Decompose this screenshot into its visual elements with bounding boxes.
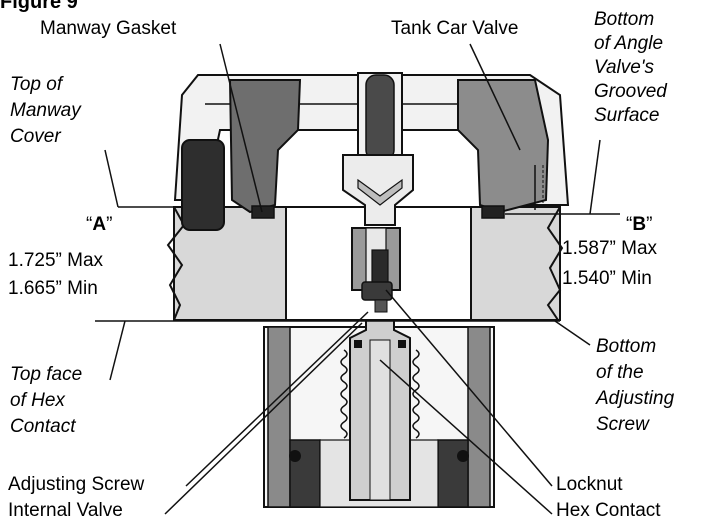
label-adjusting-screw: Adjusting Screw bbox=[8, 474, 145, 495]
spring-right bbox=[412, 349, 420, 439]
label-bottom-adjusting-screw: Bottom of the Adjusting Screw bbox=[596, 336, 675, 435]
dimension-a-min: 1.665” Min bbox=[8, 278, 98, 299]
left-manway-gasket bbox=[251, 205, 275, 219]
label-bottom-angle-valve: Bottom of Angle Valve's Grooved Surface bbox=[594, 9, 667, 126]
label-internal-valve: Internal Valve bbox=[8, 500, 123, 521]
dimension-a-letter: “A” bbox=[86, 214, 113, 235]
left-bolt-block bbox=[181, 139, 225, 231]
right-manway-gasket bbox=[481, 205, 505, 219]
valve-stem-fork bbox=[342, 154, 414, 226]
figure-title: Figure 9 bbox=[0, 0, 78, 13]
label-locknut: Locknut bbox=[556, 474, 623, 495]
label-top-face-hex-contact: Top face of Hex Contact bbox=[10, 364, 83, 437]
dimension-b-letter: “B” bbox=[626, 214, 653, 235]
dimension-b-max: 1.587” Max bbox=[562, 238, 658, 259]
label-top-manway-cover: Top of Manway Cover bbox=[10, 74, 81, 147]
label-tank-car-valve: Tank Car Valve bbox=[391, 18, 519, 39]
dimension-b-min: 1.540” Min bbox=[562, 268, 652, 289]
dimension-a-max: 1.725” Max bbox=[8, 250, 104, 271]
label-hex-contact: Hex Contact bbox=[556, 500, 661, 521]
spring-left bbox=[340, 349, 348, 439]
label-manway-gasket: Manway Gasket bbox=[40, 18, 177, 39]
left-angle-valve-flange bbox=[228, 79, 302, 214]
